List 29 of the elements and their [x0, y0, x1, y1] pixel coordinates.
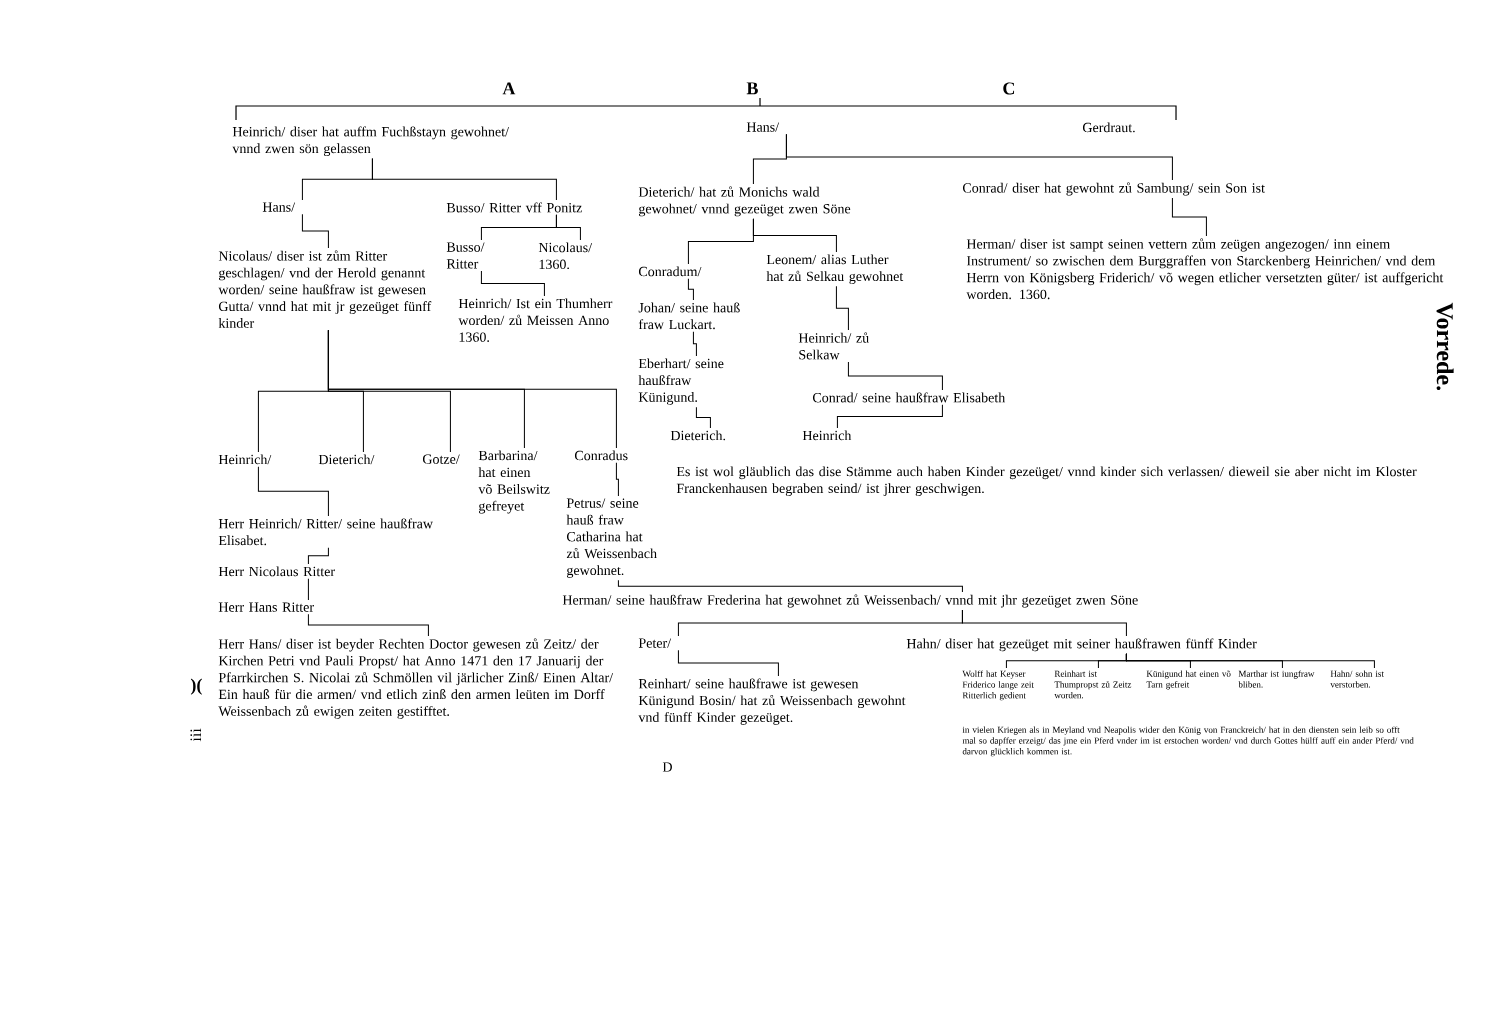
tree-line [1171, 197, 1207, 237]
tree-line [835, 285, 849, 331]
tree-line [307, 578, 309, 601]
tree-line [785, 133, 1173, 181]
tree-line [327, 329, 617, 449]
tree-line [617, 579, 963, 593]
tree-line [752, 218, 837, 253]
tree-line [1125, 653, 1375, 669]
tree-line [307, 547, 329, 565]
signature-mark: iii [190, 728, 201, 742]
tree-line [257, 466, 329, 517]
tree-line [677, 649, 779, 677]
column-letter: B [746, 82, 758, 95]
tree-line [695, 406, 711, 429]
tree-line [847, 361, 943, 391]
tree-line [480, 270, 545, 297]
tree-line [836, 404, 943, 429]
tree-line [692, 331, 697, 357]
tree-line [555, 214, 581, 241]
tree-line [371, 158, 557, 201]
column-letter: C [1003, 82, 1015, 95]
tree-line [961, 609, 1127, 637]
column-letter: A [502, 82, 516, 95]
tree-line [615, 462, 619, 497]
signature-mark: )( [190, 678, 202, 695]
tree-line [687, 278, 694, 301]
tree-line [307, 613, 429, 637]
tree-line [301, 213, 329, 249]
page-heading: Vorrede. [1436, 302, 1454, 391]
